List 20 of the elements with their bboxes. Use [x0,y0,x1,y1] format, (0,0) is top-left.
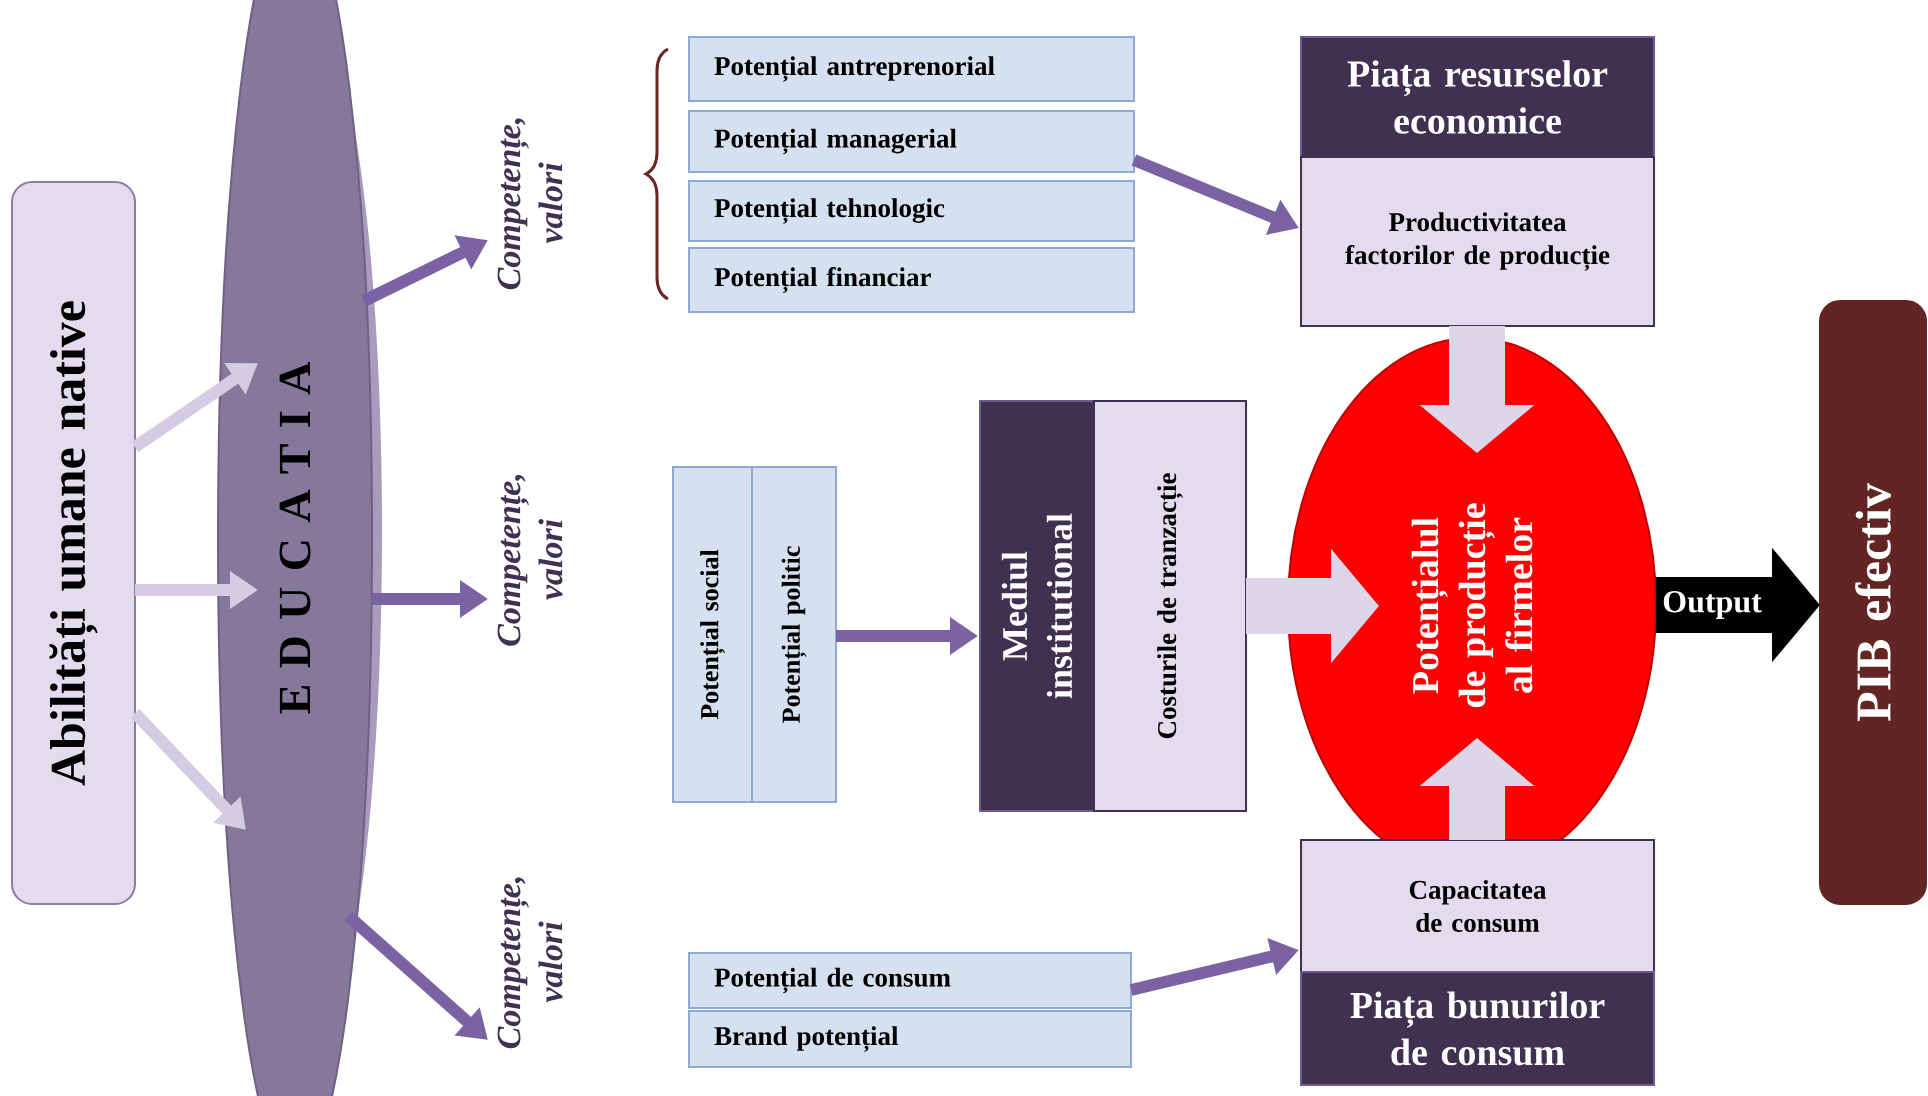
light-box: Productivitatea factorilor de producție [1300,156,1655,327]
column-box: Potențial social [672,466,753,803]
rounded-box: Abilități umane native [11,181,136,905]
dark-box: Mediul institutional [979,400,1095,812]
list-box: Potențial managerial [688,110,1135,173]
list-box: Potențial tehnologic [688,180,1135,242]
rounded-box: PIB efectiv [1819,300,1927,905]
light-box: Costurile de tranzacție [1093,400,1247,812]
list-box: Brand potențial [688,1010,1132,1068]
column-box: Potențial politic [751,466,837,803]
list-box: Potențial de consum [688,952,1132,1009]
rotated-label: Competențe, valori [497,877,563,1049]
light-box: Capacitatea de consum [1300,839,1655,973]
dark-box: Piața bunurilor de consum [1300,971,1655,1086]
rotated-label: Competențe, valori [497,474,563,646]
dark-box: Piața resurselor economice [1300,36,1655,158]
list-box: Potențial antreprenorial [688,36,1135,102]
edge-label: Output [1660,589,1764,621]
list-box: Potențial financiar [688,247,1135,313]
rotated-label: Competențe, valori [497,118,563,290]
